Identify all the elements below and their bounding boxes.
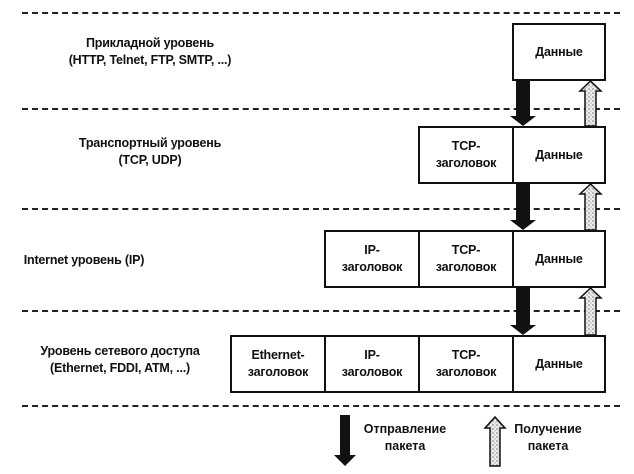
layer-protocols: (HTTP, Telnet, FTP, SMTP, ...) (68, 53, 232, 67)
receive-arrow-icon (578, 182, 603, 231)
layer-name: Прикладной уровень (85, 36, 215, 50)
ip-label: IP- (364, 243, 380, 257)
header-label: заголовок (247, 365, 309, 379)
tcp-header-block-network: TCP-заголовок (418, 335, 514, 393)
layer-protocols: (TCP, UDP) (118, 153, 182, 167)
header-label: заголовок (435, 156, 497, 170)
data-block-internet: Данные (512, 230, 606, 288)
legend-send-line2: пакета (384, 439, 426, 453)
tcp-label: TCP- (451, 243, 481, 257)
layer-protocols: (Ethernet, FDDI, ATM, ...) (50, 361, 190, 375)
header-label: заголовок (341, 260, 403, 274)
ip-label: IP- (364, 348, 380, 362)
layer-separator (22, 12, 620, 14)
tcp-header-block-internet: TCP-заголовок (418, 230, 514, 288)
legend-receive-line2: пакета (527, 439, 569, 453)
legend-receive-line1: Получение (514, 422, 582, 436)
layer-label-internet: Internet уровень (IP) (0, 252, 150, 269)
ip-header-block-internet: IP-заголовок (324, 230, 420, 288)
layer-label-network-access: Уровень сетевого доступа (Ethernet, FDDI… (0, 343, 240, 377)
tcp-header-block-transport: TCP-заголовок (418, 126, 514, 184)
layer-name: Транспортный уровень (78, 136, 222, 150)
data-label: Данные (535, 44, 583, 59)
legend-receive-label: Получение пакета (508, 421, 588, 455)
header-label: заголовок (435, 260, 497, 274)
layer-separator (22, 108, 620, 110)
header-label: заголовок (435, 365, 497, 379)
send-arrow-icon (510, 184, 536, 230)
legend-receive-arrow-icon (483, 415, 507, 467)
send-arrow-icon (510, 81, 536, 126)
layer-label-application: Прикладной уровень (HTTP, Telnet, FTP, S… (0, 35, 300, 69)
data-block-transport: Данные (512, 126, 606, 184)
layer-label-transport: Транспортный уровень (TCP, UDP) (0, 135, 300, 169)
header-label: заголовок (341, 365, 403, 379)
data-label: Данные (535, 356, 583, 371)
data-block-network: Данные (512, 335, 606, 393)
data-label: Данные (535, 147, 583, 162)
ip-header-block-network: IP-заголовок (324, 335, 420, 393)
data-label: Данные (535, 251, 583, 266)
legend-send-arrow-icon (334, 415, 356, 466)
data-block-application: Данные (512, 23, 606, 81)
layer-separator (22, 310, 620, 312)
ethernet-header-block: Ethernet-заголовок (230, 335, 326, 393)
layer-name: Internet уровень (IP) (23, 253, 145, 267)
legend-send-line1: Отправление (363, 422, 447, 436)
tcp-label: TCP- (451, 348, 481, 362)
layer-separator (22, 208, 620, 210)
legend-send-label: Отправление пакета (360, 421, 450, 455)
tcp-label: TCP- (451, 139, 481, 153)
layer-name: Уровень сетевого доступа (40, 344, 200, 358)
ethernet-label: Ethernet- (251, 348, 305, 362)
receive-arrow-icon (578, 79, 603, 127)
layer-separator (22, 405, 620, 407)
